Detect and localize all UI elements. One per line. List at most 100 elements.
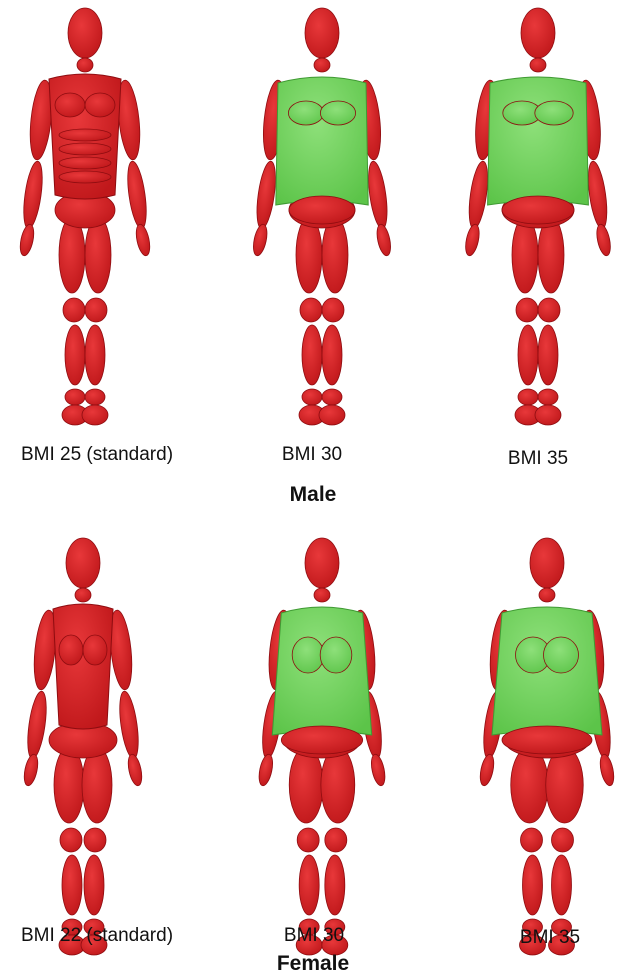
hand (598, 753, 616, 787)
ankle (518, 389, 538, 405)
thigh (289, 747, 323, 823)
thigh (538, 217, 564, 293)
thigh (82, 747, 112, 823)
fat-torso-shell (492, 607, 602, 735)
pelvis-front (289, 196, 355, 224)
knee (325, 828, 347, 852)
shin (62, 855, 82, 915)
male-bmi-35-model (438, 5, 627, 435)
knee (297, 828, 319, 852)
hand (478, 753, 496, 787)
shin (325, 855, 345, 915)
knee (300, 298, 322, 322)
thigh (85, 217, 111, 293)
mannequin-body (478, 538, 616, 955)
ankle (65, 389, 85, 405)
hand (375, 223, 393, 257)
thigh (546, 747, 584, 823)
male-bmi-25-model (0, 5, 185, 435)
shin (65, 325, 85, 385)
head (66, 538, 100, 588)
mannequin-body (257, 538, 388, 955)
mannequin-body (18, 8, 152, 425)
group-label-male: Male (290, 483, 337, 507)
knee (538, 298, 560, 322)
neck (314, 58, 330, 72)
forearm (124, 160, 149, 230)
neck (77, 58, 93, 72)
breast-left (59, 635, 83, 665)
foot (535, 405, 561, 425)
hand (22, 753, 40, 787)
forearm (116, 690, 141, 760)
shin (322, 325, 342, 385)
pelvis-front (502, 726, 592, 754)
thigh (296, 217, 322, 293)
abdominal-segment (59, 171, 111, 183)
shin (538, 325, 558, 385)
caption-male-bmi-35: BMI 35 (508, 448, 568, 470)
pectoral-right (535, 101, 573, 125)
knee (63, 298, 85, 322)
pectoral-right (320, 101, 355, 125)
shin (523, 855, 543, 915)
thigh (322, 217, 348, 293)
foot (82, 405, 108, 425)
ankle (322, 389, 342, 405)
knee (322, 298, 344, 322)
forearm (24, 690, 49, 760)
neck (75, 588, 91, 602)
thigh (59, 217, 85, 293)
head (305, 538, 339, 588)
pectoral-left (55, 93, 85, 117)
hand (18, 223, 36, 257)
hand (463, 223, 481, 257)
fat-torso-shell (272, 607, 371, 735)
hand (369, 753, 387, 787)
thigh (512, 217, 538, 293)
caption-female-bmi-35: BMI 35 (520, 927, 580, 949)
torso (53, 604, 113, 729)
hand (594, 223, 612, 257)
knee (60, 828, 82, 852)
head (68, 8, 102, 58)
forearm (365, 160, 390, 230)
ankle (538, 389, 558, 405)
shin (302, 325, 322, 385)
thigh (54, 747, 84, 823)
forearm (254, 160, 279, 230)
pelvis-front (281, 726, 362, 754)
hand (251, 223, 269, 257)
knee (516, 298, 538, 322)
male-bmi-30-model (222, 5, 422, 435)
hand (134, 223, 152, 257)
neck (539, 588, 555, 602)
head (305, 8, 339, 58)
caption-female-bmi-22: BMI 22 (standard) (21, 925, 173, 947)
female-bmi-30-model (222, 535, 422, 965)
abdominal-segment (59, 157, 111, 169)
breast-right (320, 637, 352, 673)
hand (126, 753, 144, 787)
forearm (466, 160, 491, 230)
head (530, 538, 564, 588)
shin (84, 855, 104, 915)
ankle (302, 389, 322, 405)
breast-left (292, 637, 324, 673)
mannequin-body (463, 8, 613, 425)
neck (530, 58, 546, 72)
mannequin-body (22, 538, 144, 955)
forearm (20, 160, 45, 230)
knee (84, 828, 106, 852)
fat-torso-shell (488, 77, 589, 205)
knee (552, 828, 574, 852)
fat-torso-shell (276, 77, 368, 205)
caption-female-bmi-30: BMI 30 (284, 925, 344, 947)
female-bmi-35-model (447, 535, 627, 965)
hand (257, 753, 275, 787)
abdominal-segment (59, 129, 111, 141)
ankle (85, 389, 105, 405)
thigh (511, 747, 549, 823)
abdominal-segment (59, 143, 111, 155)
